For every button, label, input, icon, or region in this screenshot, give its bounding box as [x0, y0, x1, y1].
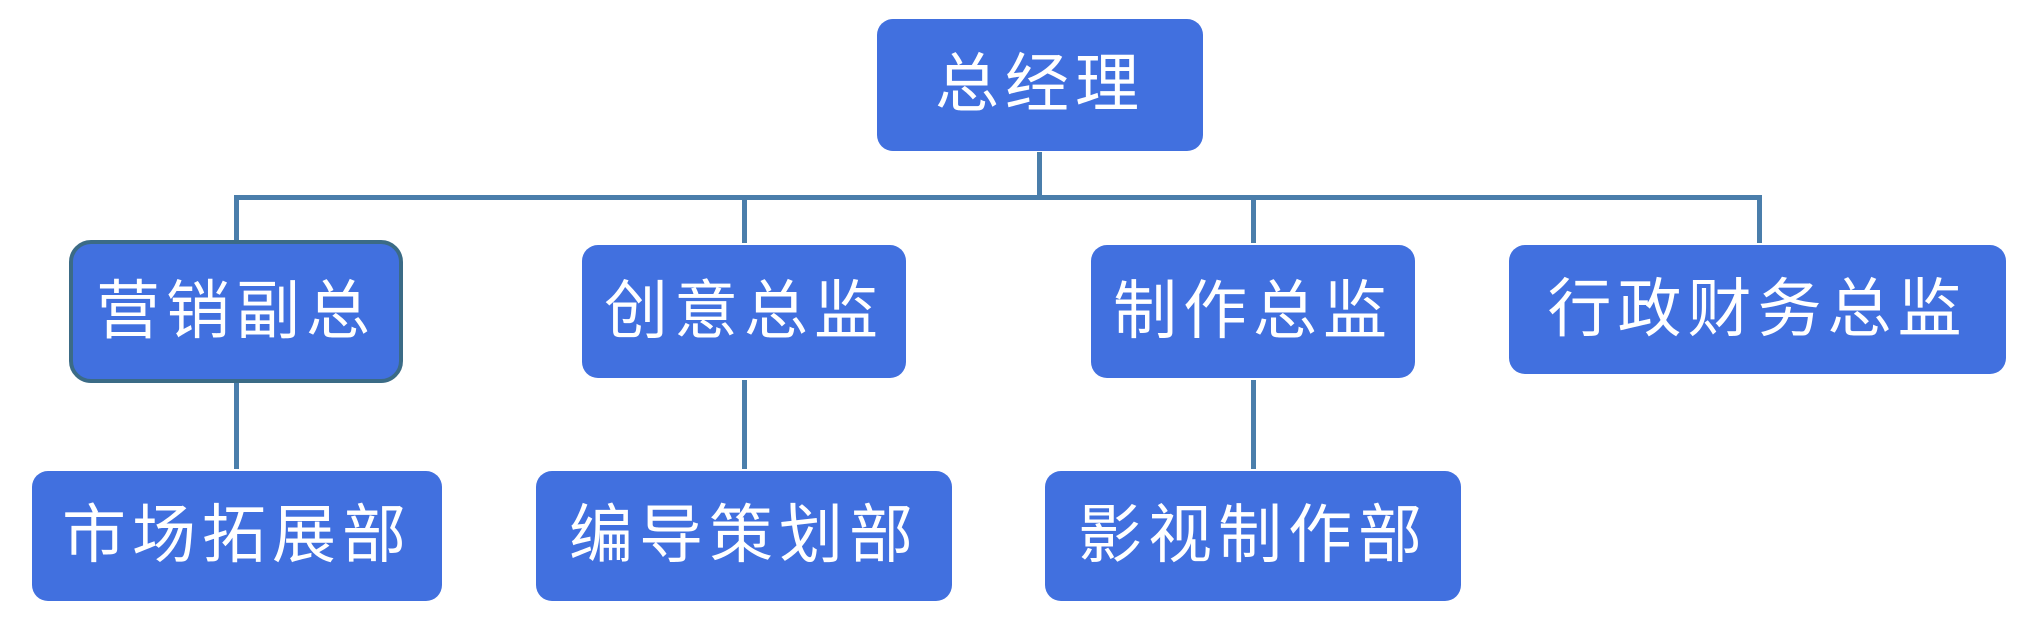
connector-bus-to-director-3 — [1251, 195, 1256, 243]
connector-horizontal-bus — [234, 195, 1762, 200]
connector-director-2-to-department — [742, 380, 747, 469]
node-marketing-vp[interactable]: 营销副总 — [69, 240, 403, 383]
node-label: 行政财务总监 — [1547, 272, 1968, 347]
connector-director-3-to-department — [1251, 380, 1256, 469]
connector-root-down — [1037, 152, 1042, 197]
connector-bus-to-director-1 — [234, 195, 239, 243]
node-creative-director[interactable]: 创意总监 — [582, 245, 906, 378]
node-film-production-dept[interactable]: 影视制作部 — [1045, 471, 1461, 601]
node-label: 市场拓展部 — [62, 499, 412, 573]
connector-director-1-to-department — [234, 382, 239, 469]
connector-bus-to-director-4 — [1757, 195, 1762, 243]
node-label: 编导策划部 — [569, 499, 919, 573]
node-label: 影视制作部 — [1078, 499, 1428, 573]
connector-bus-to-director-2 — [742, 195, 747, 243]
node-production-director[interactable]: 制作总监 — [1091, 245, 1415, 378]
node-general-manager[interactable]: 总经理 — [877, 19, 1203, 151]
node-label: 总经理 — [935, 48, 1145, 122]
node-admin-finance-director[interactable]: 行政财务总监 — [1509, 245, 2006, 374]
node-directing-planning-dept[interactable]: 编导策划部 — [536, 471, 952, 601]
node-label: 创意总监 — [604, 274, 884, 349]
node-label: 制作总监 — [1113, 274, 1393, 349]
node-market-expansion-dept[interactable]: 市场拓展部 — [32, 471, 442, 601]
node-label: 营销副总 — [96, 274, 376, 349]
